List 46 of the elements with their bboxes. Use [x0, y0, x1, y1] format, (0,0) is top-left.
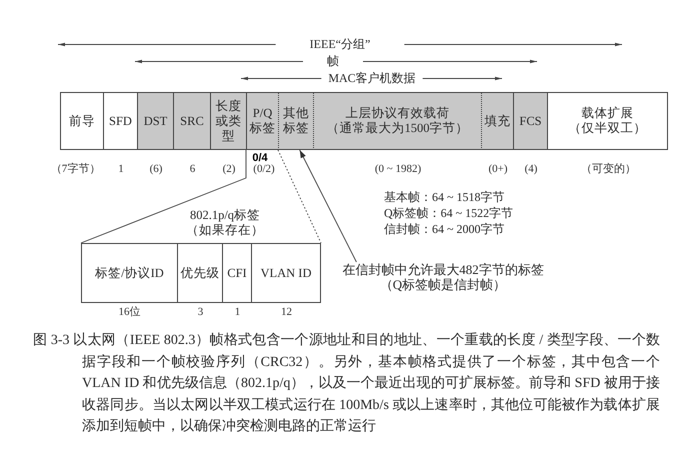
field-name: 载体扩展 — [582, 106, 634, 121]
bit-count: 16位 — [118, 306, 140, 318]
field-name: 前导 — [69, 114, 95, 128]
bit-count: 12 — [281, 306, 292, 318]
field-name: SFD — [109, 114, 132, 128]
span-label: MAC客户机数据 — [328, 71, 416, 85]
leader-line — [278, 150, 322, 244]
bit-count: 3 — [198, 306, 204, 318]
tag-heading: 802.1p/q标签 — [190, 208, 260, 223]
byte-count: （7字节） — [50, 163, 100, 175]
field-name: CFI — [227, 266, 247, 280]
byte-count: (6) — [150, 163, 162, 175]
byte-count: (2) — [222, 163, 236, 175]
frame-length-note: 信封帧：64 ~ 2000字节 — [384, 222, 504, 236]
byte-count: (0 ~ 1982) — [374, 163, 422, 175]
byte-count: 0/4 — [252, 152, 268, 164]
figure-caption: 图 3-3 以太网（IEEE 802.3）帧格式包含一个源地址和目的地址、一个重载的长度 / 类型字段、一个数据字段和一个帧校验序列（CRC32）。另外，基本帧格式提供了一个标签，其中包含一个 VLAN ID 和优先级信息（802.1p/q），以及一个最近出现的可扩展标签。前导和 SFD 被用于接收器同步。当以太网以半双工模式运行在 100Mb/s 或以上速率时，其他位可能被作为载体扩展添加到短帧中，以确保冲突检测电路的正常运行 — [33, 331, 660, 436]
field-note: （通常最大为1500字节） — [326, 121, 468, 136]
arrow — [299, 150, 357, 262]
byte-count: 6 — [190, 163, 196, 175]
leader-line — [80, 150, 246, 244]
field-name: 标签/协议ID — [95, 266, 164, 280]
field-name: 上层协议有效载荷 — [346, 106, 450, 121]
frame-length-note: 基本帧：64 ~ 1518字节 — [384, 190, 504, 204]
field-name: P/Q标签 — [250, 106, 276, 136]
note-text: （Q标签帧是信封帧） — [380, 277, 506, 292]
field-note: （仅半双工） — [568, 121, 646, 136]
byte-count: (0/2) — [253, 163, 275, 175]
field-name: 优先级 — [180, 266, 220, 280]
byte-count: 1 — [118, 163, 124, 175]
field-name: DST — [144, 114, 168, 128]
field-name: 长度或类型 — [216, 98, 242, 144]
field-name: VLAN ID — [260, 266, 312, 280]
span-label: IEEE“分组” — [310, 37, 370, 51]
byte-count: (4) — [524, 163, 538, 175]
bit-count: 1 — [234, 306, 240, 318]
frame-length-note: Q标签帧：64 ~ 1522字节 — [384, 206, 514, 220]
byte-count: (0+) — [488, 163, 508, 175]
tag-note: （如果存在） — [186, 223, 264, 238]
span-label: 帧 — [327, 54, 339, 68]
field-name: SRC — [180, 114, 204, 128]
note-text: 在信封帧中允许最大482字节的标签 — [342, 262, 544, 277]
field-name: 填充 — [484, 114, 510, 128]
byte-count: （可变的） — [581, 163, 636, 175]
field-name: FCS — [519, 114, 542, 128]
field-name: 其他标签 — [283, 106, 309, 136]
